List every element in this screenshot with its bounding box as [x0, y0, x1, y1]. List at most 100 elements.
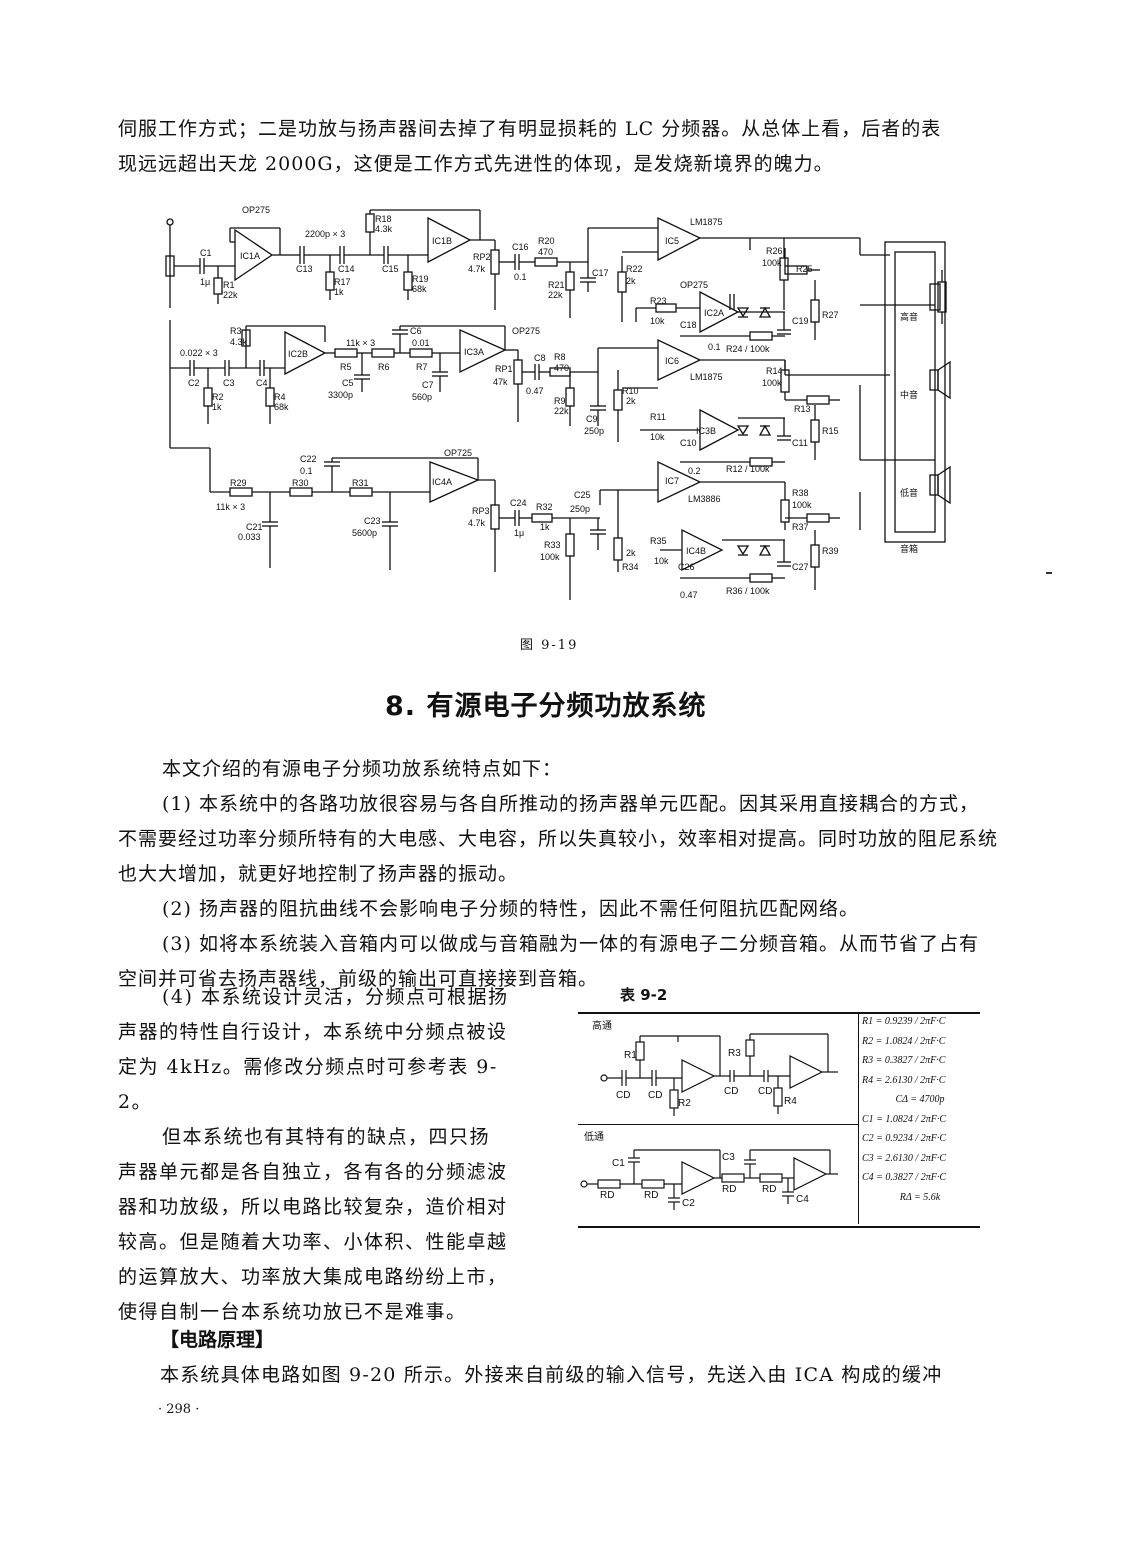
label-c2200: 2200p × 3	[305, 229, 345, 239]
label-r23v: 10k	[650, 316, 665, 326]
label-r18: R18	[375, 214, 392, 224]
label-ic4b: IC4B	[686, 546, 706, 556]
label-r10: R10	[622, 386, 639, 396]
label-r11v: 10k	[650, 432, 665, 442]
body-text: 本文介绍的有源电子分频功放系统特点如下： (1) 本系统中的各路功放很容易与各自…	[118, 752, 998, 997]
label-c1v: 1μ	[200, 277, 210, 287]
last-line: 本系统具体电路如图 9-20 所示。外接来自前级的输入信号，先送入由 ICA 构…	[160, 1364, 943, 1386]
label-r39: R39	[822, 546, 839, 556]
drawback-paragraph: 但本系统也有其特有的缺点，四只扬声器单元都是各自独立，各有各的分频滤波器和功放级…	[118, 1126, 508, 1323]
label-r14v: 100k	[762, 378, 782, 388]
top-line-1: 伺服工作方式；二是功放与扬声器间去掉了有明显损耗的 LC 分频器。从总体上看，后…	[118, 118, 942, 140]
left-column: (4) 本系统设计灵活，分频点可根据扬声器的特性自行设计，本系统中分频点被设定为…	[118, 980, 510, 1330]
figure-caption: 图 9-19	[520, 638, 579, 653]
highpass-label: 高通	[592, 1021, 612, 1032]
label-r20v: 470	[538, 247, 553, 257]
tbl-label-c4: C4	[796, 1194, 809, 1205]
label-r25: R25	[796, 264, 813, 274]
label-c3: C3	[223, 378, 235, 388]
label-rp2: RP2	[473, 252, 491, 262]
label-r33: R33	[544, 540, 561, 550]
label-ic2b: IC2B	[288, 349, 308, 359]
label-r8: R8	[554, 352, 566, 362]
label-r19v: 68k	[412, 284, 427, 294]
tbl-label-r1: R1	[624, 1050, 637, 1061]
tbl-label-rd-4: RD	[762, 1184, 776, 1195]
label-r21v: 22k	[548, 290, 563, 300]
label-r18v: 4.3k	[375, 224, 393, 234]
label-c25v: 250p	[570, 504, 590, 514]
label-r17v: 1k	[334, 287, 344, 297]
formula-r4: R4 = 2.6130 / 2πF·C	[862, 1074, 946, 1086]
label-c23: C23	[364, 516, 381, 526]
subheading: 【电路原理】	[160, 1329, 275, 1351]
top-line-2: 现远远超出天龙 2000G，这便是工作方式先进性的体现，是发烧新境界的魄力。	[118, 153, 834, 175]
label-r29: R29	[230, 478, 247, 488]
table-9-2	[578, 1012, 980, 1228]
tbl-label-cd-4: CD	[758, 1086, 772, 1097]
label-r9v: 22k	[554, 406, 569, 416]
label-r20: R20	[538, 236, 555, 246]
label-r17: R17	[334, 277, 351, 287]
label-c6: C6	[410, 326, 422, 336]
label-c21v: 0.033	[238, 532, 261, 542]
label-c1: C1	[200, 248, 212, 258]
label-r2: R2	[212, 392, 224, 402]
label-box: 音箱	[900, 543, 918, 554]
label-r5: R5	[340, 362, 352, 372]
table-divider	[578, 1124, 858, 1125]
label-c22: C22	[300, 454, 317, 464]
label-ic5: IC5	[665, 236, 679, 246]
label-c10v: 0.2	[688, 466, 701, 476]
feature-3: (3) 如将本系统装入音箱内可以做成与音箱融为一体的有源电子二分频音箱。从而节省…	[118, 933, 979, 990]
label-r21: R21	[548, 280, 565, 290]
tbl-label-c3: C3	[722, 1152, 735, 1163]
label-rp1: RP1	[495, 364, 513, 374]
label-r26v: 100k	[762, 258, 782, 268]
label-c2: C2	[188, 378, 200, 388]
label-r26: R26	[766, 246, 783, 256]
top-paragraph: 伺服工作方式；二是功放与扬声器间去掉了有明显损耗的 LC 分频器。从总体上看，后…	[118, 112, 998, 182]
label-op275-b: OP275	[680, 280, 708, 290]
feature-2: (2) 扬声器的阻抗曲线不会影响电子分频的特性，因此不需任何阻抗匹配网络。	[162, 898, 859, 920]
label-lm3886: LM3886	[688, 494, 721, 504]
label-ic6: IC6	[665, 356, 679, 366]
tbl-label-cd-3: CD	[724, 1086, 738, 1097]
label-r32v: 1k	[540, 522, 550, 532]
label-r29v: 11k × 3	[216, 502, 245, 512]
label-r3: R3	[230, 326, 242, 336]
label-r6: R6	[378, 362, 390, 372]
label-c21: C21	[246, 522, 263, 532]
label-c15: C15	[382, 264, 399, 274]
label-r12: R12 / 100k	[726, 464, 770, 474]
label-r22v: 2k	[626, 276, 636, 286]
label-c9: C9	[586, 414, 598, 424]
formula-c3: C3 = 2.6130 / 2πF·C	[862, 1152, 946, 1164]
formula-r1: R1 = 0.9239 / 2πF·C	[862, 1016, 946, 1027]
label-r33v: 100k	[540, 552, 560, 562]
label-c9v: 250p	[584, 426, 604, 436]
label-high: 高音	[900, 311, 918, 322]
label-r15: R15	[822, 426, 839, 436]
label-c4: C4	[256, 378, 268, 388]
tbl-label-rd-1: RD	[600, 1190, 614, 1201]
label-r23: R23	[650, 296, 667, 306]
label-rp2v: 4.7k	[468, 264, 486, 274]
label-r1: R1	[223, 280, 235, 290]
tbl-label-c2: C2	[682, 1198, 695, 1209]
label-c6v: 0.01	[412, 338, 430, 348]
label-ic3b: IC3B	[696, 426, 716, 436]
label-c8: C8	[534, 353, 546, 363]
label-r24: R24 / 100k	[726, 344, 770, 354]
table-title: 表 9-2	[620, 986, 668, 1004]
label-r4v: 68k	[274, 402, 289, 412]
formula-r3: R3 = 0.3827 / 2πF·C	[862, 1055, 946, 1066]
label-r31: R31	[352, 478, 369, 488]
label-rp1v: 47k	[493, 377, 508, 387]
formula-r-delta: RΔ = 5.6k	[899, 1191, 941, 1203]
formula-c2: C2 = 0.9234 / 2πF·C	[862, 1133, 946, 1144]
label-c17: C17	[592, 268, 609, 278]
label-c11: C11	[792, 438, 808, 448]
label-r8v: 470	[554, 363, 569, 373]
filter-schematics: R1 R2 R3 R4 CD CD CD CD C1 C2 C3 C4 RD R…	[580, 1033, 838, 1210]
